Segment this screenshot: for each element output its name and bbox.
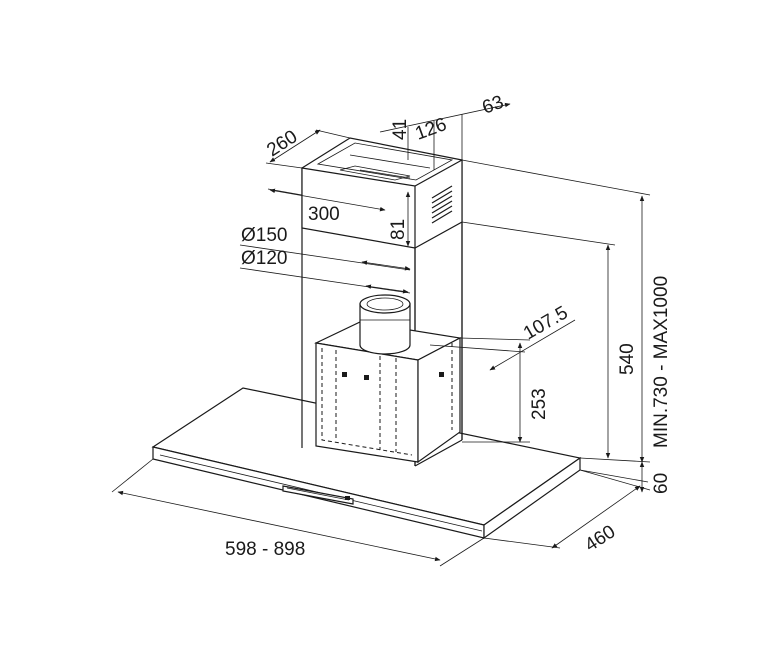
- label-253: 253: [529, 388, 550, 420]
- label-300: 300: [308, 204, 340, 225]
- label-63: 63: [480, 92, 507, 119]
- label-126: 126: [413, 114, 450, 145]
- label-d150: Ø150: [241, 225, 287, 246]
- label-81: 81: [388, 219, 409, 240]
- dimension-lines: [111, 102, 651, 567]
- label-260: 260: [263, 126, 301, 161]
- label-total-height: MIN.730 - MAX1000: [651, 276, 672, 448]
- label-60: 60: [651, 473, 672, 494]
- label-d120: Ø120: [241, 248, 287, 269]
- label-598-898: 598 - 898: [225, 539, 305, 560]
- outlet-collar: [359, 294, 411, 355]
- vent-slots: [431, 185, 453, 224]
- label-41: 41: [390, 119, 411, 140]
- label-540: 540: [617, 343, 638, 375]
- chimney: [301, 137, 463, 467]
- label-460: 460: [581, 521, 619, 556]
- label-107-5: 107.5: [520, 302, 572, 344]
